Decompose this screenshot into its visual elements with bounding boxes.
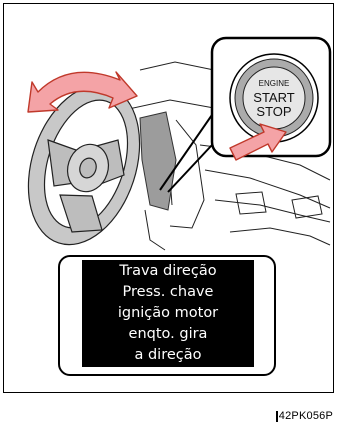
rotate-arrow-icon (27, 71, 138, 113)
display-line: Trava direção (119, 263, 217, 279)
button-text-line3: STOP (256, 104, 291, 119)
button-text-line2: START (253, 90, 294, 105)
button-text-line1: ENGINE (259, 79, 290, 88)
display-line: ignição motor (117, 305, 219, 321)
display-line: Press. chave (122, 284, 214, 300)
callout-line (159, 111, 215, 191)
steering-wheel (27, 84, 141, 246)
figure-code-marker (276, 411, 278, 422)
steering-column (139, 111, 177, 211)
figure-code: 42PK056P (278, 410, 333, 422)
display-line: a direção (134, 347, 202, 363)
press-arrow-icon (229, 123, 287, 161)
display-screen: Trava direção Press. chave ignição motor… (82, 260, 254, 367)
display-line: enqto. gira (128, 326, 208, 342)
